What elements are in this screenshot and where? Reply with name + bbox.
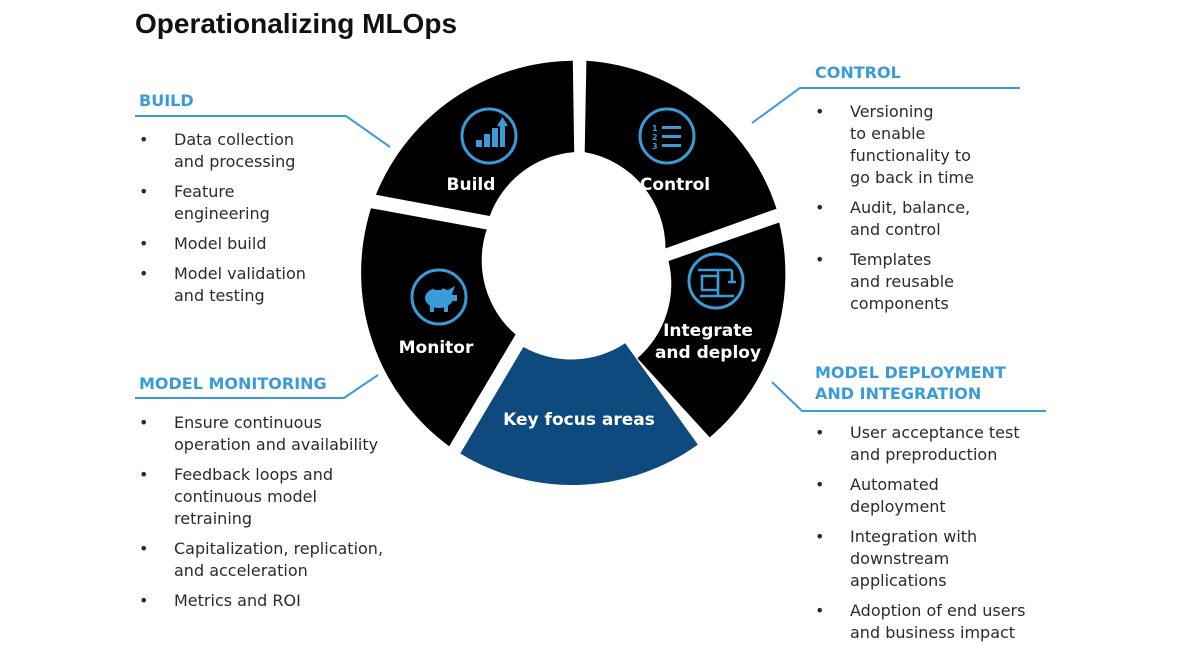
segment-label-integrate-line1: Integrate — [663, 321, 753, 341]
connector-line-control — [751, 87, 1020, 124]
list-item: Metrics and ROI — [139, 590, 429, 612]
connector-line-monitoring — [135, 374, 379, 399]
segment-key-focus-areas — [460, 343, 698, 486]
build-icon-ring — [460, 107, 518, 165]
deployment-panel-title-line2: AND INTEGRATION — [815, 384, 982, 403]
integrate-icon-ring — [687, 252, 745, 310]
build-panel-title: BUILD — [139, 91, 194, 110]
control-icon-ring — [638, 107, 696, 165]
list-item: Feedback loops and continuous model retr… — [139, 464, 429, 530]
piggy-bank-icon — [425, 286, 457, 312]
svg-text:1: 1 — [652, 124, 658, 133]
list-item: Data collection and processing — [139, 129, 369, 173]
list-item: Model build — [139, 233, 369, 255]
segment-label-monitor: Monitor — [399, 338, 474, 358]
control-list: Versioning to enable functionality to go… — [815, 101, 1035, 323]
svg-text:2: 2 — [652, 133, 658, 142]
list-item: Templates and reusable components — [815, 249, 1035, 315]
key-focus-areas-label: Key focus areas — [503, 410, 655, 430]
segment-label-integrate-line2: and deploy — [655, 343, 761, 363]
list-item: Audit, balance, and control — [815, 197, 1035, 241]
segment-integrate-deploy — [637, 222, 786, 438]
list-item: Model validation and testing — [139, 263, 369, 307]
segment-control — [584, 60, 777, 249]
crane-icon — [698, 268, 736, 298]
monitoring-list: Ensure continuous operation and availabi… — [139, 412, 429, 620]
numbered-list-icon: 1 2 3 — [652, 124, 681, 151]
deployment-panel-title-line1: MODEL DEPLOYMENT — [815, 363, 1006, 382]
connector-line-deployment — [771, 381, 1046, 412]
list-item: Integration with downstream applications — [815, 526, 1075, 592]
build-list: Data collection and processing Feature e… — [139, 129, 369, 315]
list-item: Adoption of end users and business impac… — [815, 600, 1075, 644]
list-item: Versioning to enable functionality to go… — [815, 101, 1035, 189]
list-item: User acceptance test and preproduction — [815, 422, 1075, 466]
list-item: Feature engineering — [139, 181, 369, 225]
page-title: Operationalizing MLOps — [135, 8, 458, 39]
deployment-list: User acceptance test and preproduction A… — [815, 422, 1075, 652]
list-item: Automated deployment — [815, 474, 1075, 518]
list-item: Ensure continuous operation and availabi… — [139, 412, 429, 456]
bar-chart-arrow-icon — [476, 117, 508, 147]
monitoring-panel-title: MODEL MONITORING — [139, 374, 327, 393]
connector-line-build — [135, 115, 391, 148]
monitor-icon-ring — [410, 268, 468, 326]
list-item: Capitalization, replication, and acceler… — [139, 538, 429, 582]
segment-label-control: Control — [640, 175, 710, 195]
control-panel-title: CONTROL — [815, 63, 901, 82]
segment-monitor — [361, 208, 516, 447]
svg-text:3: 3 — [652, 142, 658, 151]
segment-label-build: Build — [447, 175, 496, 195]
segment-build — [375, 60, 575, 217]
